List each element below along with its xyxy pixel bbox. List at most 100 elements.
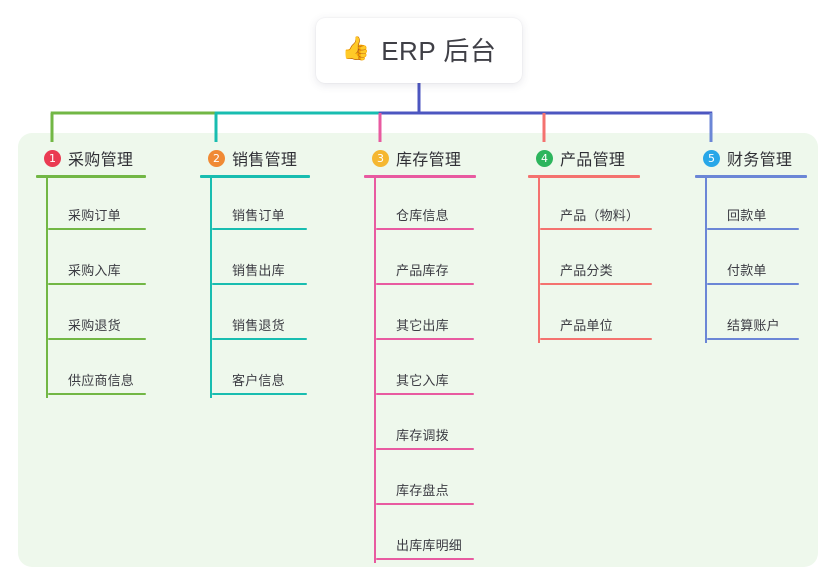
- branch-item-label: 回款单: [727, 208, 767, 223]
- branch-item[interactable]: 产品（物料）: [538, 178, 652, 233]
- branch-item-label: 结算账户: [727, 318, 780, 333]
- branch-item[interactable]: 仓库信息: [374, 178, 476, 233]
- branch-item-label: 其它入库: [396, 373, 449, 388]
- branch-item-list: 产品（物料） 产品分类产品单位: [528, 178, 652, 343]
- branch-item-rule: [376, 338, 474, 340]
- branch-number-badge: 4: [536, 149, 553, 167]
- branch-item[interactable]: 产品单位: [538, 288, 652, 343]
- branch-spine: [705, 178, 707, 343]
- branch-underline: [528, 175, 640, 178]
- branch-item-rule: [48, 338, 146, 340]
- branch-header-3[interactable]: 3 库存管理: [364, 146, 476, 170]
- diagram-background-panel: [18, 133, 818, 567]
- branch-item-rule: [48, 228, 146, 230]
- branch-item[interactable]: 销售订单: [210, 178, 310, 233]
- branch-item-rule: [212, 393, 307, 395]
- branch-item-label: 产品分类: [560, 263, 613, 278]
- branch-item-rule: [212, 283, 307, 285]
- branch-item-rule: [540, 228, 652, 230]
- branch-number-badge: 3: [372, 149, 389, 167]
- branch-item[interactable]: 采购订单: [46, 178, 146, 233]
- branch-item-list: 回款单付款单结算账户: [695, 178, 807, 343]
- branch-spine: [374, 178, 376, 563]
- branch-item[interactable]: 结算账户: [705, 288, 807, 343]
- branch-spine: [210, 178, 212, 398]
- branch-item[interactable]: 采购退货: [46, 288, 146, 343]
- branch-item-rule: [707, 228, 799, 230]
- branch-item[interactable]: 其它入库: [374, 343, 476, 398]
- branch-item[interactable]: 出库库明细: [374, 508, 476, 563]
- branch-item[interactable]: 库存盘点: [374, 453, 476, 508]
- branch-item-list: 采购订单采购入库采购退货供应商信息: [36, 178, 146, 398]
- branch-item-rule: [376, 558, 474, 560]
- branch-item-rule: [376, 283, 474, 285]
- branch-item-rule: [376, 393, 474, 395]
- branch-underline: [364, 175, 476, 178]
- branch-column-4: 4 产品管理产品（物料） 产品分类产品单位: [528, 146, 652, 343]
- branch-header-4[interactable]: 4 产品管理: [528, 146, 640, 170]
- branch-item-label: 产品单位: [560, 318, 613, 333]
- branch-item[interactable]: 销售出库: [210, 233, 310, 288]
- branch-item-label: 产品（物料）: [560, 208, 640, 223]
- branch-item[interactable]: 客户信息: [210, 343, 310, 398]
- branch-column-5: 5 财务管理回款单付款单结算账户: [695, 146, 807, 343]
- branch-item-label: 其它出库: [396, 318, 449, 333]
- branch-item-label: 采购入库: [68, 263, 121, 278]
- branch-item-label: 产品库存: [396, 263, 449, 278]
- branch-title: 财务管理: [727, 152, 793, 169]
- branch-item-label: 出库库明细: [396, 538, 463, 553]
- branch-item[interactable]: 产品库存: [374, 233, 476, 288]
- branch-item-label: 客户信息: [232, 373, 285, 388]
- thumbs-up-icon: 👍: [341, 36, 371, 62]
- branch-item-label: 销售订单: [232, 208, 285, 223]
- branch-item-rule: [376, 228, 474, 230]
- root-title-card[interactable]: 👍 ERP 后台: [316, 18, 522, 83]
- branch-item[interactable]: 产品分类: [538, 233, 652, 288]
- branch-item-label: 库存调拨: [396, 428, 449, 443]
- branch-item-list: 仓库信息产品库存其它出库其它入库库存调拨库存盘点出库库明细: [364, 178, 476, 563]
- branch-item-rule: [540, 283, 652, 285]
- branch-item-rule: [376, 448, 474, 450]
- branch-item[interactable]: 销售退货: [210, 288, 310, 343]
- branch-item-rule: [48, 283, 146, 285]
- branch-title: 库存管理: [396, 152, 462, 169]
- branch-spine: [46, 178, 48, 398]
- root-title-inner: 👍 ERP 后台: [342, 31, 497, 68]
- branch-item-label: 供应商信息: [68, 373, 135, 388]
- branch-item[interactable]: 采购入库: [46, 233, 146, 288]
- branch-header-1[interactable]: 1 采购管理: [36, 146, 146, 170]
- branch-item[interactable]: 供应商信息: [46, 343, 146, 398]
- branch-item-label: 销售退货: [232, 318, 285, 333]
- branch-header-5[interactable]: 5 财务管理: [695, 146, 807, 170]
- branch-item-label: 库存盘点: [396, 483, 449, 498]
- branch-item-rule: [707, 283, 799, 285]
- root-title-text: ERP 后台: [381, 36, 497, 66]
- branch-item[interactable]: 其它出库: [374, 288, 476, 343]
- branch-item-rule: [48, 393, 146, 395]
- branch-item-list: 销售订单销售出库销售退货客户信息: [200, 178, 310, 398]
- branch-item-rule: [540, 338, 652, 340]
- branch-column-1: 1 采购管理采购订单采购入库采购退货供应商信息: [36, 146, 146, 398]
- branch-item-label: 采购退货: [68, 318, 121, 333]
- branch-underline: [695, 175, 807, 178]
- branch-underline: [200, 175, 310, 178]
- branch-item-rule: [707, 338, 799, 340]
- branch-item-rule: [212, 228, 307, 230]
- branch-column-3: 3 库存管理仓库信息产品库存其它出库其它入库库存调拨库存盘点出库库明细: [364, 146, 476, 563]
- branch-item[interactable]: 库存调拨: [374, 398, 476, 453]
- branch-item[interactable]: 付款单: [705, 233, 807, 288]
- branch-item-label: 采购订单: [68, 208, 121, 223]
- branch-title: 采购管理: [68, 152, 134, 169]
- branch-item-label: 付款单: [727, 263, 767, 278]
- branch-item[interactable]: 回款单: [705, 178, 807, 233]
- branch-number-badge: 1: [44, 149, 61, 167]
- branch-spine: [538, 178, 540, 343]
- branch-number-badge: 5: [703, 149, 720, 167]
- branch-item-rule: [212, 338, 307, 340]
- branch-item-label: 销售出库: [232, 263, 285, 278]
- branch-title: 产品管理: [560, 152, 626, 169]
